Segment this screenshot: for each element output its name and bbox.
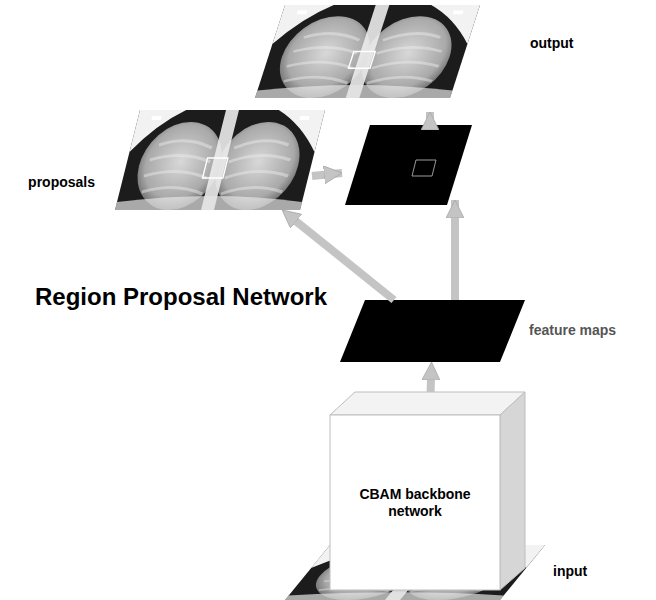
image-panel: output bbox=[255, 5, 480, 98]
node-label: proposals bbox=[28, 174, 95, 191]
image-panel: input bbox=[285, 545, 545, 600]
backbone-cube bbox=[330, 392, 525, 590]
proposals-xray bbox=[115, 110, 325, 210]
flow-arrow bbox=[427, 376, 436, 392]
output-xray bbox=[255, 5, 480, 98]
feature-map-panel: feature maps bbox=[340, 300, 525, 362]
feature-map-plane bbox=[340, 300, 525, 362]
image-panel: proposals bbox=[115, 110, 325, 210]
node-label: feature maps bbox=[529, 322, 616, 339]
node-label: input bbox=[553, 563, 587, 580]
node-label: output bbox=[530, 35, 574, 52]
flow-arrow bbox=[312, 112, 455, 300]
text-frame: CBAM backbone network bbox=[330, 415, 500, 590]
roi-box bbox=[412, 160, 436, 176]
node-label: CBAM backbone network bbox=[358, 486, 473, 520]
backbone-box: CBAM backbone network bbox=[330, 392, 525, 590]
edge-label: Region Proposal Network bbox=[32, 283, 330, 311]
roi-feature-map bbox=[345, 125, 472, 205]
